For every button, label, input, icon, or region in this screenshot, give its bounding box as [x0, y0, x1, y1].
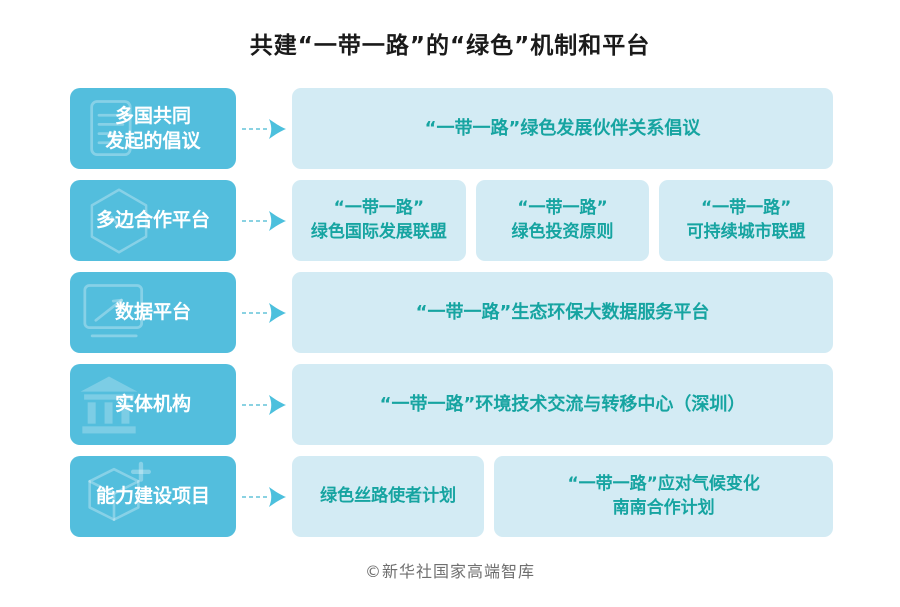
item-box: “一带一路”环境技术交流与转移中心（深圳） — [292, 364, 833, 445]
bank-icon — [77, 373, 141, 437]
flow-arrow — [236, 456, 292, 537]
category-box-entity: 实体机构 — [70, 364, 236, 445]
item-group: “一带一路” 绿色国际发展联盟 “一带一路” 绿色投资原则 “一带一路” 可持续… — [292, 180, 834, 261]
flow-arrow — [236, 364, 292, 445]
footer-credit: ©新华社国家高端智库 — [364, 562, 535, 581]
diagram-row: 多边合作平台 “一带一路” 绿色国际发展联盟 “一带一路” 绿色投资原则 “一带… — [70, 180, 834, 261]
item-group: 绿色丝路使者计划 “一带一路”应对气候变化 南南合作计划 — [292, 456, 833, 537]
item-label: “一带一路”应对气候变化 南南合作计划 — [567, 473, 760, 518]
item-box: “一带一路” 可持续城市联盟 — [659, 180, 834, 261]
item-label: “一带一路”环境技术交流与转移中心（深圳） — [379, 393, 746, 415]
chart-icon — [77, 280, 155, 346]
diagram-row: 多国共同 发起的倡议 “一带一路”绿色发展伙伴关系倡议 — [70, 88, 833, 169]
item-box: “一带一路”生态环保大数据服务平台 — [292, 272, 833, 353]
category-label: 多国共同 发起的倡议 — [105, 104, 201, 152]
diagram-row: 实体机构 “一带一路”环境技术交流与转移中心（深圳） — [70, 364, 833, 445]
item-label: “一带一路”绿色发展伙伴关系倡议 — [424, 117, 701, 139]
item-group: “一带一路”绿色发展伙伴关系倡议 — [292, 88, 833, 169]
item-box: “一带一路” 绿色投资原则 — [475, 180, 650, 261]
category-label: 数据平台 — [114, 301, 191, 324]
document-icon — [77, 96, 143, 162]
item-label: “一带一路” 绿色投资原则 — [511, 197, 614, 242]
diagram-rows: 多国共同 发起的倡议 “一带一路”绿色发展伙伴关系倡议 — [70, 88, 834, 537]
category-box-initiative: 多国共同 发起的倡议 — [70, 88, 236, 169]
flow-arrow — [236, 272, 292, 353]
item-label: 绿色丝路使者计划 — [320, 485, 457, 506]
item-label: “一带一路” 绿色国际发展联盟 — [310, 197, 447, 242]
item-group: “一带一路”生态环保大数据服务平台 — [292, 272, 833, 353]
item-box: “一带一路”绿色发展伙伴关系倡议 — [292, 88, 833, 169]
hexagon-icon — [82, 184, 156, 258]
category-label: 能力建设项目 — [95, 485, 210, 508]
cube-icon — [74, 457, 154, 537]
category-box-data: 数据平台 — [70, 272, 236, 353]
item-box: “一带一路” 绿色国际发展联盟 — [292, 180, 466, 261]
item-label: “一带一路” 可持续城市联盟 — [686, 197, 806, 242]
category-label: 多边合作平台 — [95, 209, 210, 232]
category-box-capacity: 能力建设项目 — [70, 456, 236, 537]
item-label: “一带一路”生态环保大数据服务平台 — [415, 301, 710, 323]
flow-arrow — [236, 88, 292, 169]
item-box: “一带一路”应对气候变化 南南合作计划 — [494, 456, 833, 537]
category-label: 实体机构 — [114, 393, 191, 416]
page-title: 共建“一带一路”的“绿色”机制和平台 — [249, 33, 651, 59]
flow-arrow — [236, 180, 292, 261]
diagram-row: 数据平台 “一带一路”生态环保大数据服务平台 — [70, 272, 833, 353]
diagram-row: 能力建设项目 绿色丝路使者计划 “一带一路”应对气候变化 南南合作计划 — [70, 456, 833, 537]
item-box: 绿色丝路使者计划 — [292, 456, 485, 537]
category-box-platforms: 多边合作平台 — [70, 180, 236, 261]
item-group: “一带一路”环境技术交流与转移中心（深圳） — [292, 364, 833, 445]
